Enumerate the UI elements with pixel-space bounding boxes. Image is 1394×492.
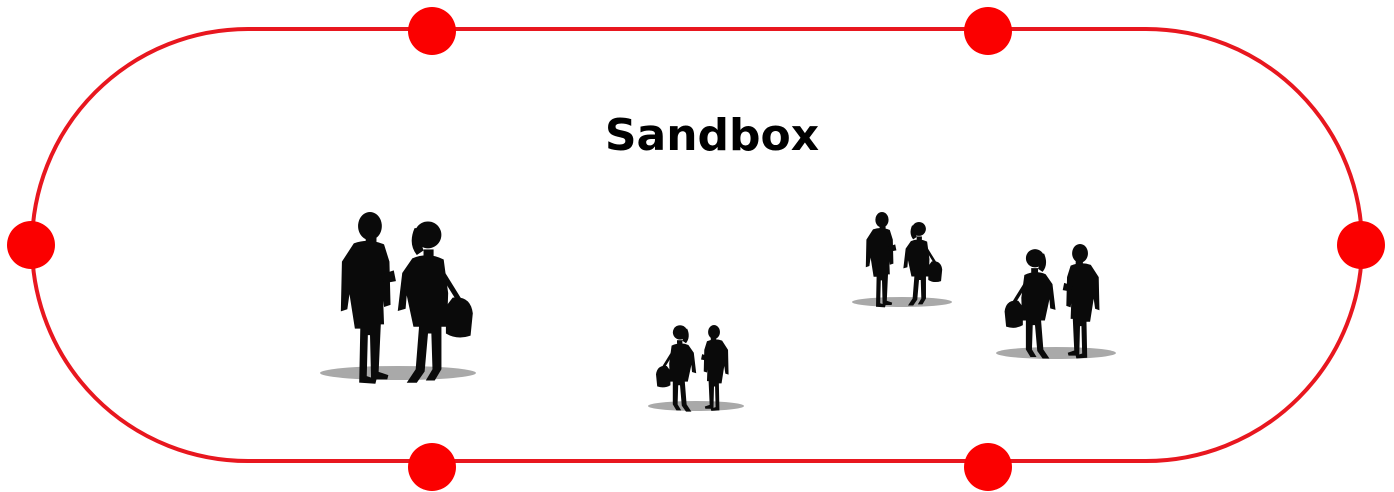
man-silhouette-icon <box>701 325 729 411</box>
node-right <box>1337 221 1385 269</box>
man-silhouette-icon <box>865 212 897 308</box>
node-top-right <box>964 7 1012 55</box>
node-bottom-right <box>964 443 1012 491</box>
woman-silhouette-icon <box>397 221 473 383</box>
people-group-upper-right <box>852 212 952 308</box>
people-group-right <box>996 244 1116 359</box>
woman-silhouette-icon <box>656 325 697 412</box>
sandbox-boundary <box>30 27 1364 463</box>
man-silhouette-icon <box>1062 244 1100 359</box>
node-bottom-left <box>408 443 456 491</box>
people-group-center <box>648 325 744 412</box>
people-group-large <box>320 212 476 384</box>
node-left <box>7 221 55 269</box>
woman-silhouette-icon <box>903 221 943 306</box>
node-top-left <box>408 7 456 55</box>
diagram-title: Sandbox <box>605 110 819 161</box>
man-silhouette-icon <box>340 212 396 384</box>
woman-silhouette-icon <box>1004 249 1056 359</box>
